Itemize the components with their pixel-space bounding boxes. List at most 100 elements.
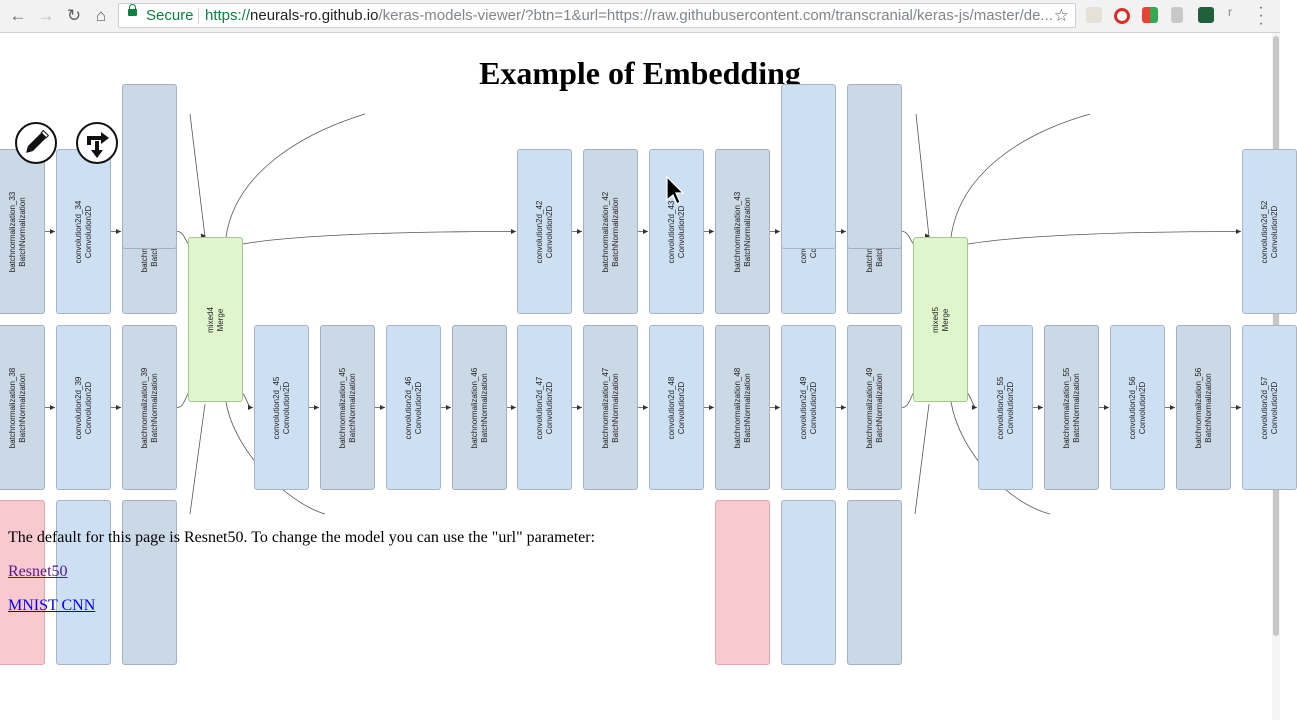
graph-node-partial[interactable] bbox=[847, 500, 902, 665]
extension-gray-icon[interactable] bbox=[1171, 7, 1183, 23]
graph-node-partial[interactable] bbox=[781, 84, 836, 249]
graph-edge bbox=[950, 113, 1091, 238]
graph-edge-arrow bbox=[775, 405, 780, 410]
graph-edge bbox=[242, 231, 517, 245]
graph-edge-arrow bbox=[709, 229, 714, 234]
graph-node-partial[interactable] bbox=[0, 500, 45, 665]
graph-node-partial[interactable] bbox=[847, 84, 902, 249]
graph-node-type: Convolution2D bbox=[676, 381, 686, 434]
extension-headphones-icon[interactable] bbox=[1086, 7, 1102, 23]
graph-edge bbox=[914, 403, 930, 515]
extension-download-icon[interactable] bbox=[1198, 7, 1214, 23]
bookmark-star-icon[interactable]: ☆ bbox=[1053, 6, 1069, 25]
graph-edge-arrow bbox=[1038, 405, 1043, 410]
secure-label: Secure bbox=[146, 7, 194, 24]
pencil-button[interactable] bbox=[15, 122, 57, 164]
browser-toolbar: ← → ↻ ⌂ Secure https://neurals-ro.github… bbox=[0, 0, 1280, 33]
graph-node-type: Convolution2D bbox=[544, 205, 554, 258]
home-icon[interactable]: ⌂ bbox=[95, 6, 107, 25]
graph-edge-arrow bbox=[1170, 405, 1175, 410]
graph-node-name: convolution2d_48 bbox=[666, 376, 676, 439]
graph-node-name: convolution2d_49 bbox=[798, 376, 808, 439]
graph-node-type: Convolution2D bbox=[83, 381, 93, 434]
graph-node-name: convolution2d_47 bbox=[534, 376, 544, 439]
lock-icon bbox=[128, 4, 137, 16]
graph-edge bbox=[225, 113, 366, 238]
graph-node-partial[interactable] bbox=[56, 500, 111, 665]
graph-edge-arrow bbox=[1236, 405, 1241, 410]
graph-edge-arrow bbox=[511, 229, 516, 234]
graph-node-type: BatchNormalization bbox=[479, 372, 489, 443]
graph-edge bbox=[176, 393, 189, 408]
graph-edge-arrow bbox=[446, 405, 451, 410]
graph-node-partial[interactable] bbox=[781, 500, 836, 665]
back-icon[interactable]: ← bbox=[9, 6, 27, 25]
graph-node-name: batchnormalization_49 bbox=[864, 367, 874, 448]
swap-button[interactable] bbox=[76, 122, 118, 164]
graph-edge bbox=[189, 403, 206, 515]
extension-opera-icon[interactable] bbox=[1114, 8, 1130, 24]
address-bar[interactable]: Secure https://neurals-ro.github.io/kera… bbox=[118, 3, 1076, 28]
graph-node-partial[interactable] bbox=[122, 84, 177, 249]
description-text: The default for this page is Resnet50. T… bbox=[8, 529, 596, 546]
pencil-icon bbox=[26, 129, 50, 153]
graph-edge bbox=[901, 231, 914, 244]
graph-node-name: convolution2d_52 bbox=[1259, 200, 1269, 263]
graph-node-partial[interactable] bbox=[715, 500, 770, 665]
browser-menu-icon[interactable]: ··· bbox=[1258, 0, 1264, 32]
extension-google-icon[interactable] bbox=[1142, 7, 1158, 23]
omnibox-divider bbox=[198, 8, 199, 24]
graph-node-type: BatchNormalization bbox=[347, 372, 357, 443]
resnet50-link[interactable]: Resnet50 bbox=[8, 563, 68, 580]
mnist-cnn-link[interactable]: MNIST CNN bbox=[8, 597, 96, 614]
graph-node-partial[interactable] bbox=[122, 500, 177, 665]
graph-node-type: BatchNormalization bbox=[742, 196, 752, 267]
url-text[interactable]: https://neurals-ro.github.io/keras-model… bbox=[205, 4, 1053, 27]
extension-r-icon[interactable]: r bbox=[1228, 5, 1232, 19]
forward-icon[interactable]: → bbox=[37, 6, 55, 25]
graph-node-type: Convolution2D bbox=[544, 381, 554, 434]
graph-node-name: convolution2d_43 bbox=[666, 200, 676, 263]
reload-icon[interactable]: ↻ bbox=[66, 6, 82, 25]
